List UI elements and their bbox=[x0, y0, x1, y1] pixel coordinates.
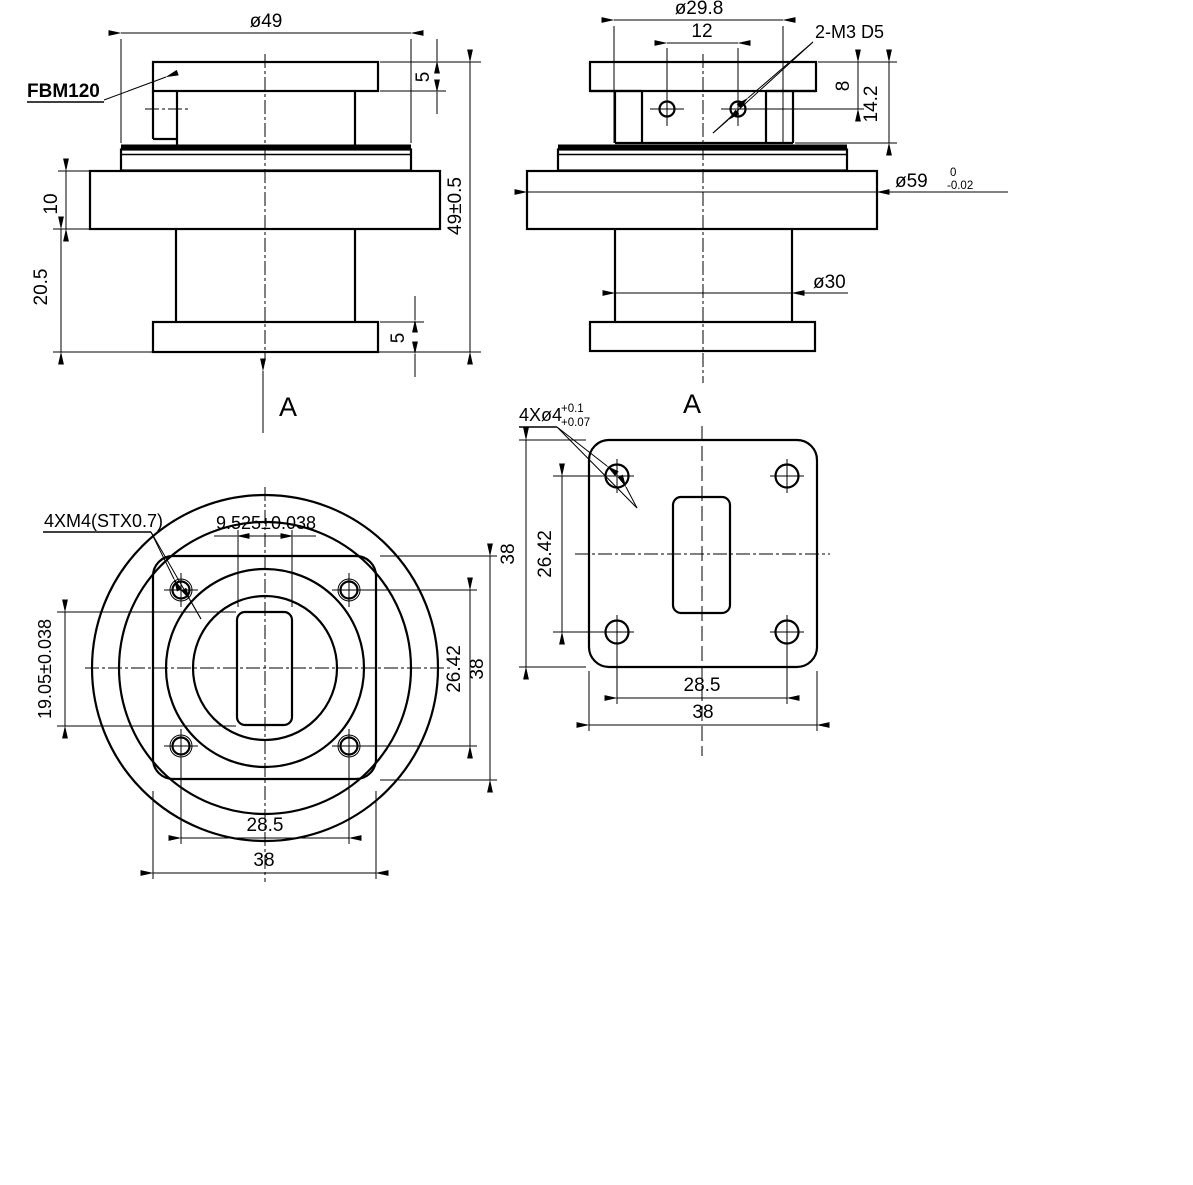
dim-38-right: 38 bbox=[467, 658, 488, 679]
thread-callout-leader bbox=[712, 41, 814, 134]
dia59-tol-upper: 0 bbox=[950, 167, 956, 179]
part-label: FBM120 bbox=[27, 81, 100, 102]
m4-callout: 4XM4(STX0.7) bbox=[44, 511, 163, 531]
side-view: ø29.8 12 2-M3 D5 8 14.2 ø59 0 -0.02 ø30 bbox=[514, 0, 1008, 383]
square-centerlines bbox=[575, 426, 830, 756]
dim-12: 12 bbox=[691, 21, 712, 42]
dim-5-top: 5 bbox=[413, 72, 434, 83]
front-centerlines bbox=[145, 54, 266, 361]
circular-flange-view: 4XM4(STX0.7) 9.525±0.038 19.05±0.038 26.… bbox=[35, 487, 497, 882]
dim-dia30: ø30 bbox=[813, 272, 846, 293]
m4-callout-leader bbox=[43, 531, 202, 620]
sq-dim-285: 28.5 bbox=[684, 675, 721, 696]
dim-5-bottom: 5 bbox=[388, 333, 409, 344]
fbm120-leader bbox=[27, 69, 179, 103]
dim-2642-right: 26.42 bbox=[444, 645, 465, 693]
sq-dim-38-left: 38 bbox=[498, 543, 519, 564]
dia4-callout-leader bbox=[519, 426, 638, 509]
dim-dia49: ø49 bbox=[250, 11, 283, 32]
dim-9525: 9.525±0.038 bbox=[216, 513, 316, 533]
side-dimension-lines bbox=[514, 17, 1008, 296]
sq-dim-38-bottom: 38 bbox=[692, 702, 713, 723]
dim-dia59: ø59 bbox=[895, 171, 928, 192]
dia4-tol-lower: +0.07 bbox=[561, 417, 590, 429]
dia4-callout: 4Xø4 bbox=[519, 405, 562, 425]
square-flange-view: A 4Xø4 +0.1 +0.07 38 26.42 28.5 38 bbox=[498, 389, 830, 756]
front-dimension-lines bbox=[53, 30, 481, 377]
square-dimension-lines bbox=[519, 427, 830, 731]
dim-142: 14.2 bbox=[861, 86, 882, 123]
dim-dia298: ø29.8 bbox=[675, 0, 724, 19]
view-a-label: A bbox=[683, 389, 701, 419]
circular-holes bbox=[164, 573, 366, 763]
dim-10: 10 bbox=[41, 193, 62, 214]
dim-1905: 19.05±0.038 bbox=[35, 619, 55, 719]
dim-205: 20.5 bbox=[31, 269, 52, 306]
dia59-tol-lower: -0.02 bbox=[947, 180, 973, 192]
front-view: FBM120 ø49 5 49±0.5 10 20.5 5 A bbox=[27, 11, 481, 433]
dim-8: 8 bbox=[833, 81, 854, 92]
dim-38-bottom: 38 bbox=[253, 850, 274, 871]
circular-dimension-lines bbox=[57, 530, 497, 879]
hole-crosshairs bbox=[164, 573, 366, 763]
sq-dim-2642: 26.42 bbox=[535, 530, 556, 578]
dim-285-bottom: 28.5 bbox=[247, 815, 284, 836]
circular-centerlines bbox=[85, 487, 452, 882]
front-gasket-strip bbox=[121, 144, 411, 150]
dia4-tol-upper: +0.1 bbox=[561, 403, 584, 415]
thread-callout-2m3: 2-M3 D5 bbox=[815, 22, 884, 42]
dim-49-05: 49±0.5 bbox=[445, 177, 466, 235]
side-outline bbox=[525, 60, 879, 353]
view-a-arrow-label: A bbox=[279, 392, 297, 422]
